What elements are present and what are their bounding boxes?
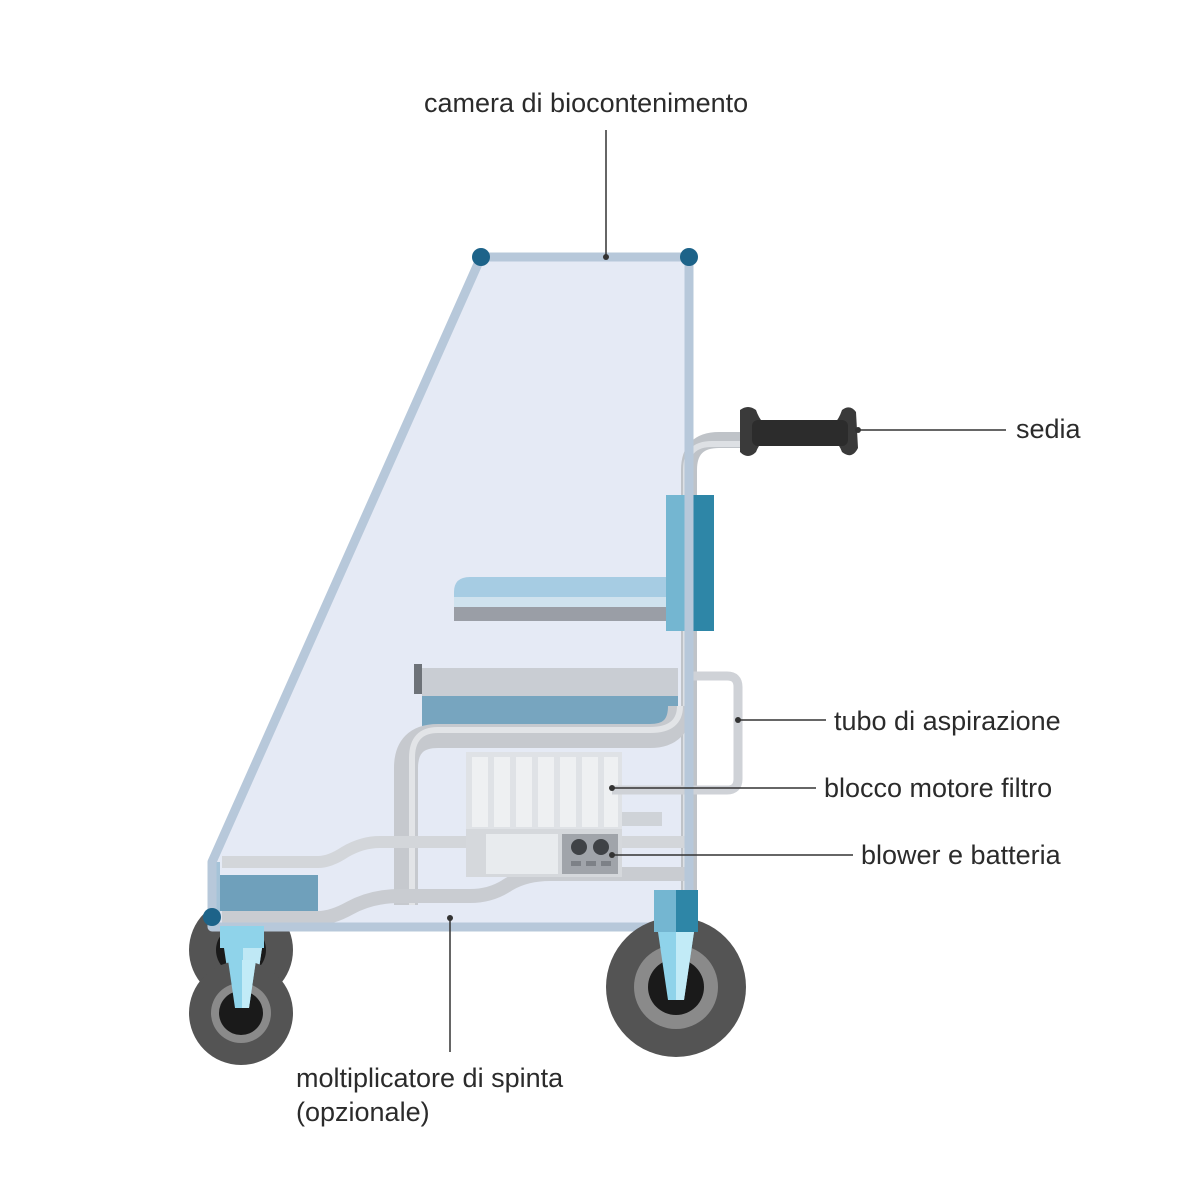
- label-moltiplicatore-line1: moltiplicatore di spinta: [296, 1063, 564, 1093]
- label-blocco-motore-filtro: blocco motore filtro: [824, 773, 1053, 803]
- suction-tube: [612, 671, 743, 795]
- armrest: [454, 577, 666, 621]
- seat-cushion: [414, 664, 678, 726]
- front-caster: [189, 926, 293, 1065]
- label-camera-di-biocontenimento: camera di biocontenimento: [424, 88, 749, 118]
- push-handle-grip: [740, 407, 858, 456]
- label-moltiplicatore-line2: (opzionale): [296, 1097, 430, 1127]
- label-tubo-di-aspirazione: tubo di aspirazione: [834, 706, 1061, 736]
- label-moltiplicatore-di-spinta: moltiplicatore di spinta (opzionale): [296, 1061, 563, 1129]
- rear-wheel: [606, 890, 746, 1057]
- lower-frame: [222, 705, 692, 925]
- blower-battery-unit: [466, 829, 622, 877]
- label-sedia: sedia: [1016, 414, 1081, 444]
- filter-motor-block: [466, 752, 662, 832]
- label-blower-e-batteria: blower e batteria: [861, 840, 1061, 870]
- leader-lines: [447, 130, 1006, 1052]
